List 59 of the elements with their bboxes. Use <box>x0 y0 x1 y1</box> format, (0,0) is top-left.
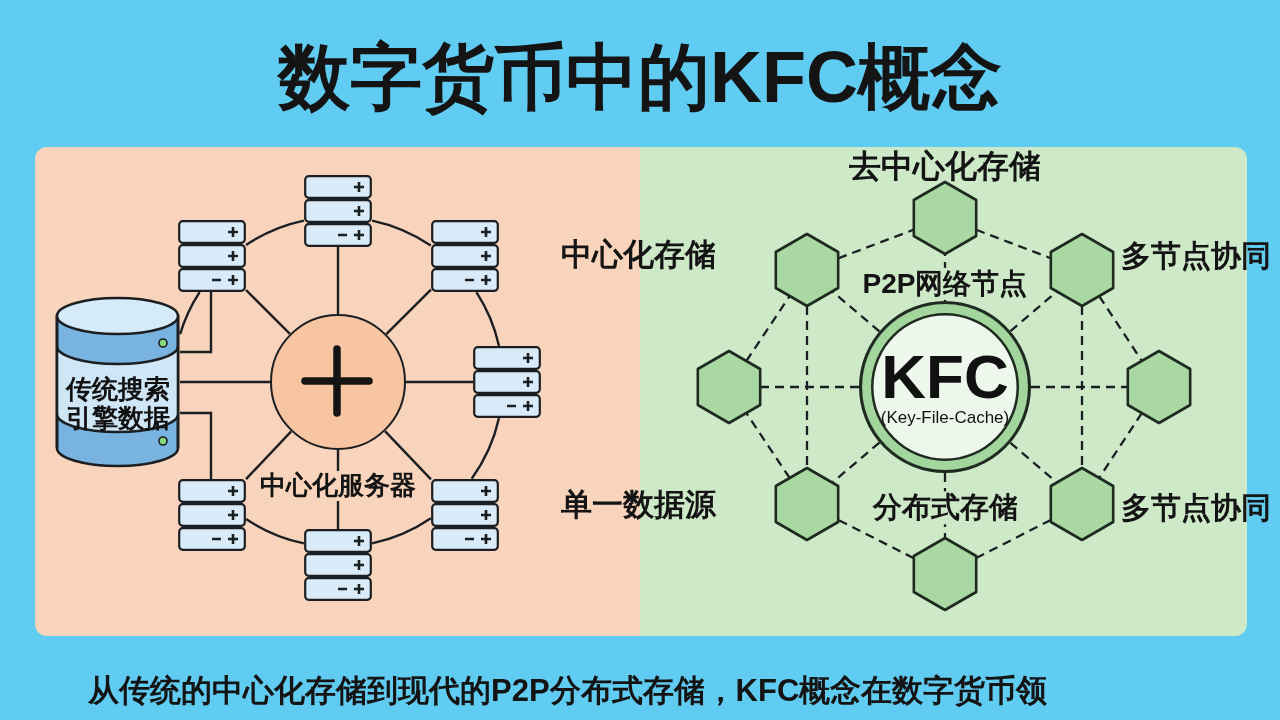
dashed-connector <box>745 295 791 362</box>
node-subtitle: (Key-File-Cache) <box>880 407 1010 429</box>
connector-line <box>336 247 340 314</box>
connector-line <box>475 291 501 347</box>
connector-line <box>245 219 305 247</box>
connector-line <box>384 430 432 481</box>
server-stack <box>431 479 499 551</box>
text-label: 单一数据源 <box>559 487 717 523</box>
dashed-connector <box>975 518 1052 560</box>
text-label: 多节点协同 <box>1120 238 1272 274</box>
text-label: 多节点协同 <box>1120 490 1272 526</box>
dashed-connector <box>760 385 859 389</box>
server-stack <box>304 529 372 601</box>
connector-line <box>406 380 473 384</box>
connector-line <box>180 411 213 479</box>
dashed-connector <box>831 441 881 484</box>
hexagon <box>1126 349 1192 425</box>
text-label: 中心化存储 <box>559 237 717 273</box>
hexagon <box>912 536 978 612</box>
connector-line <box>245 430 293 480</box>
connector-line <box>336 450 340 529</box>
connector-line <box>371 517 432 545</box>
hexagon <box>774 466 840 542</box>
dashed-connector <box>831 290 881 333</box>
dashed-connector <box>805 306 809 468</box>
dashed-connector <box>1031 385 1128 389</box>
node-label: 传统搜索引擎数据 <box>64 375 171 433</box>
caption: 从传统的中心化存储到现代的P2P分布式存储，KFC概念在数字货币领 <box>88 673 1048 709</box>
connector-line <box>180 292 213 354</box>
dashed-connector <box>837 518 915 560</box>
hexagon <box>774 232 840 308</box>
connector-line <box>245 518 305 545</box>
hexagon <box>1049 466 1115 542</box>
hexagon <box>696 349 762 425</box>
dashed-connector <box>1098 295 1143 362</box>
text-label: 分布式存储 <box>870 491 1020 525</box>
dashed-connector <box>837 228 915 260</box>
dashed-connector <box>943 473 947 538</box>
connector-line <box>245 289 291 335</box>
dashed-connector <box>745 412 791 479</box>
server-stack <box>178 479 246 551</box>
node-caption: 中心化服务器 <box>258 471 418 501</box>
server-stack <box>178 220 246 292</box>
dashed-connector <box>1080 306 1084 468</box>
connector-line <box>178 291 201 335</box>
hexagon <box>1049 232 1115 308</box>
server-stack <box>304 175 372 247</box>
server-stack <box>473 346 541 418</box>
node-title: KFC <box>881 345 1009 408</box>
connector-line <box>385 288 432 335</box>
connector-line <box>180 380 270 384</box>
dashed-connector <box>1098 412 1143 479</box>
title: 数字货币中的KFC概念 <box>278 35 1002 119</box>
hexagon <box>912 180 978 256</box>
connector-line <box>371 219 432 247</box>
connector-line <box>470 417 501 480</box>
dashed-connector <box>975 228 1052 260</box>
text-label: 去中心化存储 <box>848 147 1042 185</box>
server-stack <box>431 220 499 292</box>
